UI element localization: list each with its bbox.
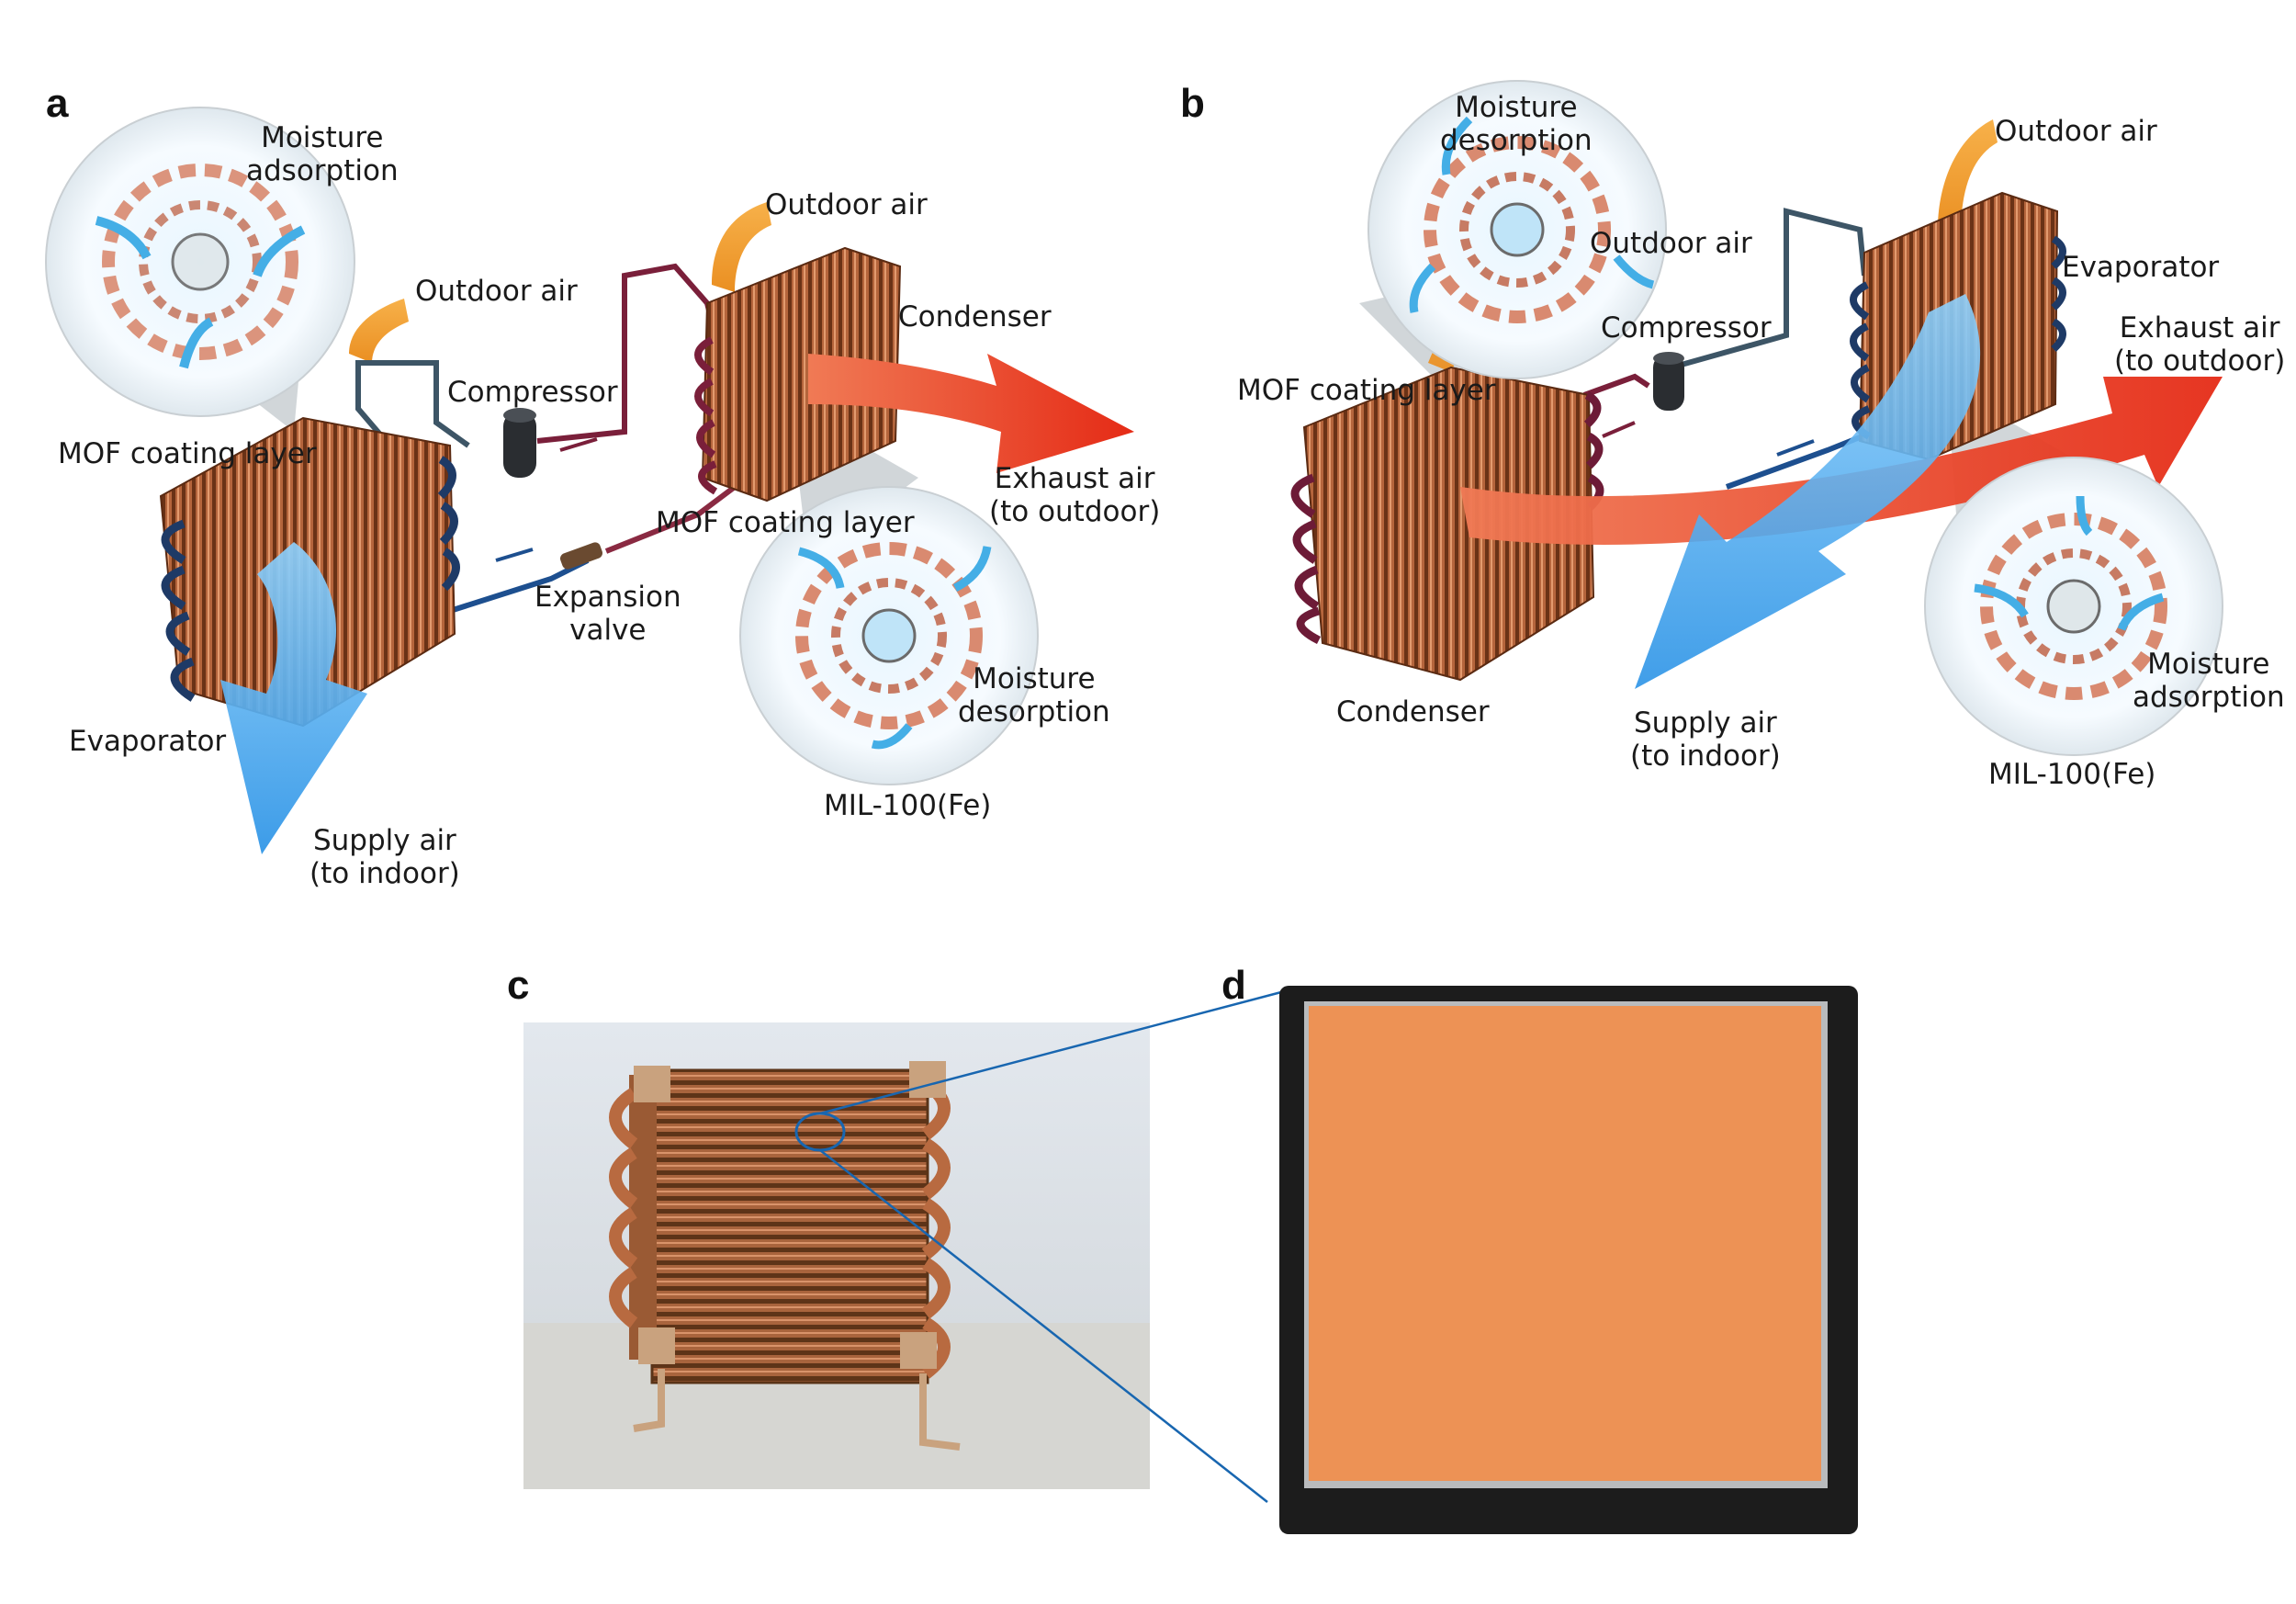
label-b-moisture-desorption: Moisture desorption [1440,91,1593,157]
pipe-hot-b [1582,373,1650,398]
label-a-supply-air: Supply air (to indoor) [310,824,460,890]
evaporator-tubes-a [161,456,460,702]
label-b-mil-100: MIL-100(Fe) [1988,758,2156,791]
label-a-evaporator: Evaporator [69,725,227,758]
label-a-mof-coating-left: MOF coating layer [58,437,317,470]
label-b-compressor: Compressor [1601,311,1772,345]
label-a-mil-100: MIL-100(Fe) [824,789,992,822]
label-a-condenser: Condenser [898,300,1052,333]
mof-bubble-b-adsorption [1924,457,2223,756]
supply-air-arrow-a [220,542,367,854]
label-b-mof-coating: MOF coating layer [1237,374,1496,407]
panel-letter-a: a [46,81,69,126]
label-a-outdoor-air-left: Outdoor air [415,275,578,308]
zoom-line-top [819,990,1282,1115]
panel-letter-c: c [507,963,530,1008]
outdoor-air-arrow-a-right [712,202,771,292]
photo-coil-c [523,1022,1150,1489]
compressor-b [1653,354,1684,411]
condenser-coil-b [1302,366,1595,682]
supply-air-arrow-b [1635,294,1981,689]
mof-bubble-a-desorption [739,486,1039,785]
label-b-outdoor-air-top: Outdoor air [1995,115,2157,148]
label-b-exhaust-air: Exhaust air (to outdoor) [2114,311,2286,378]
photo-coating-d [1279,986,1858,1534]
label-a-compressor: Compressor [447,376,618,409]
zoom-line-bottom [819,1149,1268,1503]
label-a-moisture-adsorption: Moisture adsorption [246,121,399,187]
label-b-supply-air: Supply air (to indoor) [1630,706,1781,773]
label-a-expansion-valve: Expansion valve [535,581,681,647]
flow-arrow-b2 [1776,439,1815,457]
outdoor-air-arrow-b-top [1938,119,1998,234]
label-a-exhaust-air: Exhaust air (to outdoor) [989,462,1161,528]
pipe-hot-a2 [604,484,737,554]
exhaust-air-arrow-b [1460,377,2223,545]
label-b-moisture-adsorption: Moisture adsorption [2133,648,2285,714]
flow-arrow-b1 [1602,421,1636,438]
pipe-gray-b [1671,208,1867,370]
condenser-tubes-a [694,336,718,495]
label-b-condenser: Condenser [1336,695,1490,729]
compressor-a [503,412,536,478]
outdoor-air-arrow-a-left [349,299,409,363]
label-a-mof-coating-right: MOF coating layer [656,506,915,539]
label-a-moisture-desorption: Moisture desorption [958,662,1110,729]
mof-bubble-a-adsorption [45,107,355,417]
panel-letter-b: b [1180,81,1205,126]
label-a-outdoor-air-right: Outdoor air [765,188,928,221]
pipe-gray-a [355,360,470,448]
mof-bubble-b-desorption [1367,80,1667,379]
flow-arrow-a1 [559,437,598,452]
label-b-evaporator: Evaporator [2062,251,2220,284]
expansion-valve-a [559,542,603,570]
exhaust-air-arrow-a [808,354,1134,473]
condenser-tubes-b [1290,391,1604,645]
label-b-outdoor-air-mid: Outdoor air [1590,227,1752,260]
panel-letter-d: d [1221,963,1246,1008]
flow-arrow-a2 [495,548,534,562]
